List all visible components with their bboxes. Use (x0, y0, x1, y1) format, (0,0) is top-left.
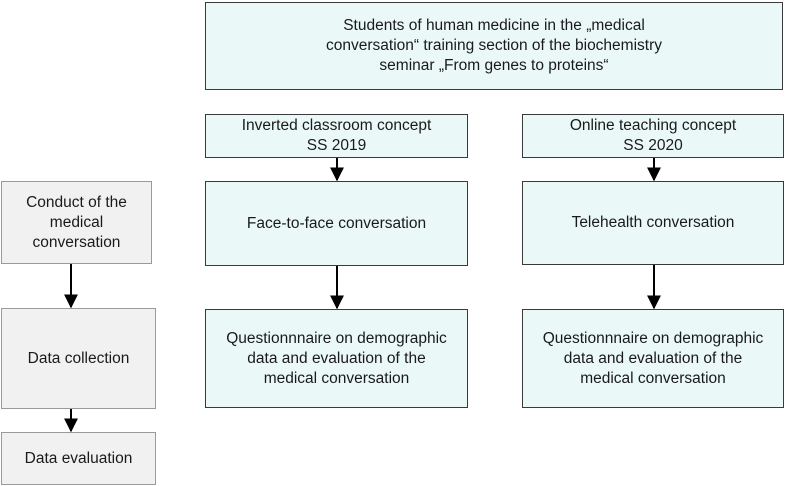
stage-collection-text: Data collection (27, 349, 130, 367)
online-teaching-box: Online teaching concept SS 2020 (522, 114, 784, 158)
telehealth-text: Telehealth conversation (571, 214, 735, 231)
stage-conduct-text: Conduct of the medical conversation (26, 193, 127, 251)
telehealth-box: Telehealth conversation (522, 181, 784, 265)
face-to-face-box: Face-to-face conversation (205, 181, 468, 266)
questionnaire-right-box: Questionnnaire on demographic data and e… (522, 309, 784, 408)
face-to-face-text: Face-to-face conversation (246, 214, 427, 232)
stage-evaluation-box: Data evaluation (1, 432, 156, 485)
online-teaching-text: Online teaching concept SS 2020 (569, 117, 737, 154)
inverted-classroom-text: Inverted classroom concept SS 2019 (241, 117, 432, 154)
stage-collection-box: Data collection (1, 308, 156, 409)
study-population-box: Students of human medicine in the „medic… (205, 2, 783, 90)
questionnaire-left-text: Questionnnaire on demographic data and e… (226, 329, 447, 387)
inverted-classroom-box: Inverted classroom concept SS 2019 (205, 114, 468, 158)
study-population-text: Students of human medicine in the „medic… (326, 17, 662, 74)
questionnaire-left-box: Questionnnaire on demographic data and e… (205, 309, 468, 408)
questionnaire-right-text: Questionnnaire on demographic data and e… (542, 329, 764, 387)
stage-conduct-box: Conduct of the medical conversation (1, 181, 152, 264)
stage-evaluation-text: Data evaluation (24, 449, 133, 467)
